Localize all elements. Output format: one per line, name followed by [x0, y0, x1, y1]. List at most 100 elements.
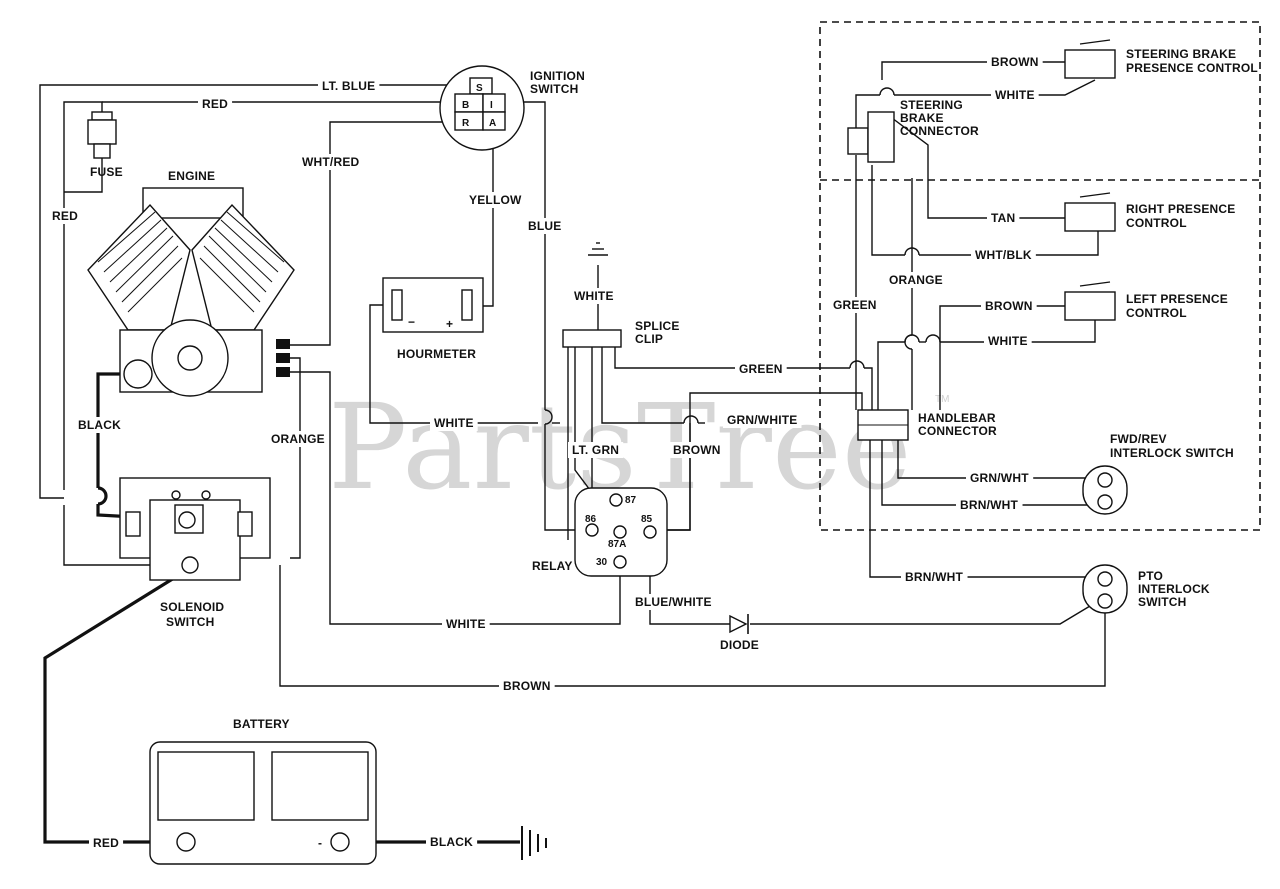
wire-label-black-battery: BLACK [430, 835, 473, 849]
wire-label-lt-grn: LT. GRN [572, 443, 619, 457]
ignition-terminal-r: R [462, 118, 470, 129]
wire-label-mask [987, 54, 1043, 70]
chassis-ground-icon [521, 826, 547, 860]
fwd-rev-switch-icon [1082, 465, 1128, 515]
steering-brake-connector-label-l2: BRAKE [900, 111, 944, 125]
wire-label-mask [735, 361, 787, 377]
fwd-rev-switch-label-l2: INTERLOCK SWITCH [1110, 446, 1234, 460]
solenoid-switch-label-l2: SWITCH [166, 615, 215, 629]
splice-clip-icon [562, 329, 622, 348]
steering-brake-presence-label-l1: STEERING BRAKE [1126, 47, 1236, 61]
diode-icon [729, 614, 749, 634]
left-presence-label: LEFT PRESENCE CONTROL [1126, 292, 1232, 320]
wire-label-mask [426, 834, 478, 850]
relay-pin-30: 30 [596, 557, 608, 568]
wire-label-grn-wht: GRN/WHT [970, 471, 1029, 485]
wire-label-blue-white: BLUE/WHITE [635, 595, 712, 609]
wire-label-blue: BLUE [528, 219, 561, 233]
wire-label-white-steering: WHITE [995, 88, 1035, 102]
battery-negative: - [318, 836, 322, 850]
relay-pin-87a: 87A [608, 539, 626, 550]
wire-label-mask [956, 497, 1023, 513]
wire-label-mask [885, 272, 947, 288]
wire-label-red-top: RED [202, 97, 228, 111]
wire-label-tan: TAN [991, 211, 1015, 225]
wire-label-mask [430, 415, 478, 431]
wire-label-mask [570, 288, 618, 304]
ground-icon [588, 242, 608, 256]
wire-label-mask [669, 442, 725, 458]
engine-connectors [276, 339, 290, 377]
hourmeter-icon: − + [382, 277, 484, 333]
battery-icon: - [149, 741, 377, 865]
relay-label: RELAY [532, 559, 573, 573]
wire-label-white-ground: WHITE [574, 289, 614, 303]
ignition-switch: S B I R A [439, 65, 525, 151]
right-presence-label-l1: RIGHT PRESENCE [1126, 202, 1235, 216]
wire-label-wht-blk: WHT/BLK [975, 248, 1032, 262]
steering-brake-presence-switch-icon [1064, 39, 1116, 79]
splice-clip-label-l1: SPLICE [635, 319, 680, 333]
steering-brake-connector-label-l1: STEERING [900, 98, 963, 112]
wire-label-brn-wht-pto: BRN/WHT [905, 570, 964, 584]
steering-brake-connector-icon [847, 111, 895, 163]
diode-label: DIODE [720, 638, 759, 652]
solenoid-switch-label-l1: SOLENOID [160, 600, 224, 614]
handlebar-connector-label-l2: CONNECTOR [918, 424, 997, 438]
wire-label-mask [568, 442, 624, 458]
engine-label: ENGINE [168, 169, 215, 183]
wire-labels: LT. BLUE RED RED WHT/RED YELLOW BLUE WHI… [48, 54, 1043, 851]
steering-brake-connector-label-l3: CONNECTOR [900, 124, 979, 138]
wire-label-mask [442, 616, 490, 632]
wire-label-mask [971, 247, 1036, 263]
pto-switch-icon [1082, 564, 1128, 614]
wire-label-white-hourmeter: WHITE [434, 416, 474, 430]
wire-label-brown-relay: BROWN [673, 443, 721, 457]
wire-label-mask [267, 431, 329, 447]
wire-label-green-right: GREEN [833, 298, 877, 312]
relay-pin-86: 86 [585, 514, 597, 525]
wire-label-mask [987, 210, 1020, 226]
wire-label-mask [901, 569, 968, 585]
ignition-terminal-s: S [476, 83, 483, 94]
steering-brake-connector-label: STEERING BRAKE CONNECTOR [900, 98, 979, 138]
wire-label-mask [981, 298, 1037, 314]
fwd-rev-switch-label: FWD/REV INTERLOCK SWITCH [1110, 432, 1234, 460]
battery-label: BATTERY [233, 717, 290, 731]
fwd-rev-switch-label-l1: FWD/REV [1110, 432, 1167, 446]
splice-clip-label-l2: CLIP [635, 332, 663, 346]
wire-label-mask [723, 412, 802, 428]
wire-label-mask [631, 594, 716, 610]
relay-pin-85: 85 [641, 514, 653, 525]
pto-switch-label-l3: SWITCH [1138, 595, 1187, 609]
wire-label-mask [48, 208, 83, 224]
wire-label-mask [298, 154, 364, 170]
steering-brake-presence-label: STEERING BRAKE PRESENCE CONTROL [1126, 47, 1258, 75]
handlebar-connector-icon [857, 409, 909, 441]
steering-brake-presence-label-l2: PRESENCE CONTROL [1126, 61, 1258, 75]
left-presence-switch-icon [1064, 281, 1116, 321]
fuse-label: FUSE [90, 165, 123, 179]
wire-label-mask [829, 297, 881, 313]
wire-label-mask [991, 87, 1039, 103]
pto-switch-label-l1: PTO [1138, 569, 1163, 583]
ignition-terminal-i: I [490, 100, 493, 111]
wire-label-grn-white: GRN/WHITE [727, 413, 797, 427]
wire-label-white-left: WHITE [988, 334, 1028, 348]
handlebar-connector-label-l1: HANDLEBAR [918, 411, 996, 425]
solenoid-switch-label: SOLENOID SWITCH [160, 600, 228, 629]
wire-label-brown-left: BROWN [985, 299, 1033, 313]
hourmeter-minus: − [408, 315, 415, 329]
wire-label-red-battery: RED [93, 836, 119, 850]
wire-label-brown-bottom: BROWN [503, 679, 551, 693]
wire-label-wht-red: WHT/RED [302, 155, 360, 169]
right-presence-switch-icon [1064, 192, 1116, 232]
wire-label-yellow: YELLOW [469, 193, 522, 207]
wire-label-mask [198, 96, 233, 112]
hourmeter-label: HOURMETER [397, 347, 476, 361]
fuse-icon [87, 111, 117, 159]
wire-label-mask [318, 78, 380, 94]
wire-label-mask [524, 218, 566, 234]
wire-label-brown-steering: BROWN [991, 55, 1039, 69]
